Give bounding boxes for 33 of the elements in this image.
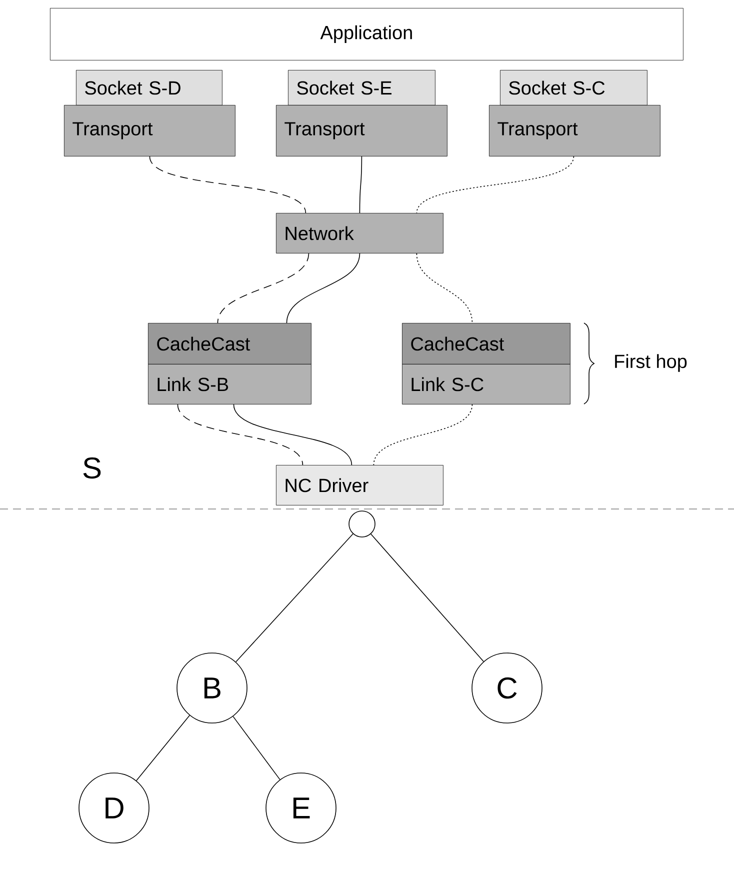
socket-box: Socket S-C — [500, 70, 648, 106]
connector — [416, 253, 473, 324]
connector — [149, 156, 306, 214]
transport-box: Transport — [489, 105, 660, 156]
socket-box: Socket S-E — [288, 70, 436, 106]
circle-node — [348, 510, 376, 538]
connector — [359, 156, 362, 214]
connector — [286, 253, 360, 324]
tree-edge — [232, 716, 280, 780]
connector — [416, 156, 574, 214]
label: First hop — [615, 354, 687, 372]
connector — [177, 404, 304, 466]
tree-edge — [235, 534, 354, 662]
cachecast-box: CacheCast — [402, 323, 570, 364]
tree-edge — [136, 715, 190, 781]
connector — [217, 253, 310, 324]
network-box: Network — [276, 213, 444, 254]
link-box: Link S-C — [402, 364, 570, 404]
transport-box: Transport — [64, 105, 236, 156]
tree-node: C — [472, 652, 542, 724]
app-box: Application — [50, 8, 684, 60]
link-box: Link S-B — [148, 364, 312, 404]
connector — [373, 404, 473, 466]
label: S — [83, 457, 101, 479]
tree-edge — [370, 534, 484, 662]
socket-box: Socket S-D — [76, 70, 222, 106]
transport-box: Transport — [276, 105, 448, 156]
cachecast-box: CacheCast — [148, 323, 312, 364]
tree-node: D — [78, 772, 150, 844]
connector — [233, 404, 352, 466]
tree-node: B — [176, 652, 248, 724]
tree-node: E — [266, 772, 336, 844]
driver-box: NC Driver — [276, 465, 444, 506]
